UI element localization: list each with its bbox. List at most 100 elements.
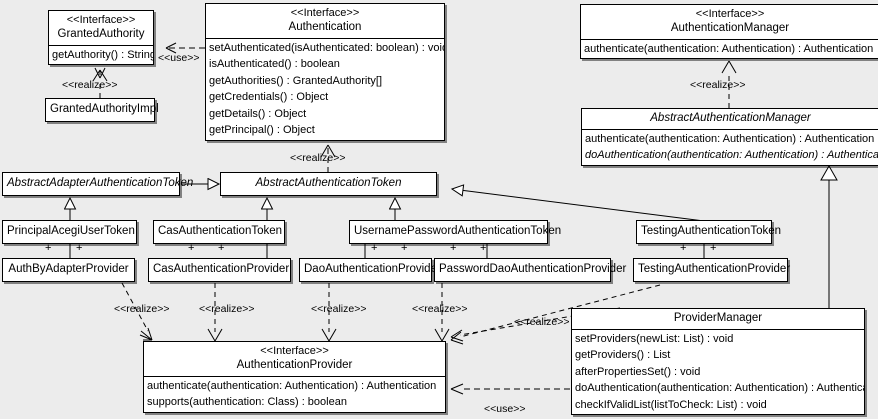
edge-providermanager-uses-authenticationprovider bbox=[450, 383, 570, 395]
member-list-provider-manager: setProviders(newList: List) : void getPr… bbox=[572, 330, 864, 415]
edge-label-realize-abstract-authentication-token: <<realize>> bbox=[290, 152, 346, 164]
class-box-abstract-authentication-manager[interactable]: AbstractAuthenticationManager authentica… bbox=[581, 108, 878, 166]
edge-label-realize-granted-authority-impl: <<realize>> bbox=[62, 79, 118, 91]
class-header-dao-authentication-provider: DaoAuthenticationProvider bbox=[300, 259, 441, 281]
class-box-authentication-provider[interactable]: <<Interface>> AuthenticationProvider aut… bbox=[143, 341, 446, 413]
class-header-auth-by-adapter-provider: AuthByAdapterProvider bbox=[3, 259, 134, 281]
multiplicity-plus-username-dao-right: + bbox=[401, 242, 408, 254]
class-box-provider-manager[interactable]: ProviderManager setProviders(newList: Li… bbox=[571, 308, 865, 416]
stereotype-label: <<Interface>> bbox=[66, 14, 136, 26]
class-name-label: AuthenticationManager bbox=[670, 22, 790, 35]
member-item: isAuthenticated() : boolean bbox=[209, 58, 340, 71]
class-header-testing-authentication-token: TestingAuthenticationToken bbox=[637, 221, 782, 243]
multiplicity-plus-principal-right: + bbox=[76, 242, 83, 254]
class-name-label: AuthByAdapterProvider bbox=[8, 263, 129, 275]
stereotype-label: <<Interface>> bbox=[695, 8, 765, 20]
class-box-auth-by-adapter-provider[interactable]: AuthByAdapterProvider bbox=[2, 258, 135, 282]
class-box-username-password-authentication-token[interactable]: UsernamePasswordAuthenticationToken bbox=[349, 220, 562, 244]
multiplicity-plus-testing-right: + bbox=[710, 242, 717, 254]
class-name-label: GrantedAuthority bbox=[57, 28, 145, 41]
member-item: getProviders() : List bbox=[575, 349, 671, 362]
member-list-abstract-authentication-manager: authenticate(authentication: Authenticat… bbox=[582, 130, 878, 165]
multiplicity-plus-testing-left: + bbox=[680, 242, 687, 254]
class-box-password-dao-authentication-provider[interactable]: PasswordDaoAuthenticationProvider bbox=[434, 258, 627, 282]
multiplicity-plus-username-dao-left: + bbox=[371, 242, 378, 254]
class-box-abstract-authentication-token[interactable]: AbstractAuthenticationToken bbox=[220, 172, 437, 196]
class-box-authentication-manager[interactable]: <<Interface>> AuthenticationManager auth… bbox=[580, 4, 878, 60]
class-header-provider-manager: ProviderManager bbox=[572, 309, 864, 330]
member-item: checkIfValidList(listToCheck: List) : vo… bbox=[575, 398, 767, 411]
class-header-authentication-provider: <<Interface>> AuthenticationProvider bbox=[144, 342, 445, 377]
class-header-testing-authentication-provider: TestingAuthenticationProvider bbox=[634, 259, 791, 281]
class-box-granted-authority-impl[interactable]: GrantedAuthorityImpl bbox=[45, 98, 159, 122]
member-item: authenticate(authentication: Authenticat… bbox=[584, 42, 874, 55]
class-box-granted-authority[interactable]: <<Interface>> GrantedAuthority getAuthor… bbox=[48, 10, 154, 66]
class-name-label: DaoAuthenticationProvider bbox=[304, 263, 441, 275]
member-item: afterPropertiesSet() : void bbox=[575, 365, 701, 378]
member-item: setProviders(newList: List) : void bbox=[575, 332, 734, 345]
stereotype-label: <<Interface>> bbox=[260, 345, 329, 357]
class-box-abstract-adapter-authentication-token[interactable]: AbstractAdapterAuthenticationToken bbox=[2, 172, 194, 196]
member-list-authentication: setAuthenticated(isAuthenticated: boolea… bbox=[206, 39, 444, 140]
edge-label-realize-provider-manager: <<realize>> bbox=[514, 316, 570, 328]
edge-label-realize-abstract-authentication-manager: <<realize>> bbox=[690, 79, 746, 91]
class-box-dao-authentication-provider[interactable]: DaoAuthenticationProvider bbox=[299, 258, 441, 282]
member-item: getPrincipal() : Object bbox=[209, 124, 315, 137]
class-name-label: AbstractAuthenticationManager bbox=[650, 112, 811, 124]
class-header-granted-authority-impl: GrantedAuthorityImpl bbox=[46, 99, 159, 121]
class-header-username-password-authentication-token: UsernamePasswordAuthenticationToken bbox=[350, 221, 562, 243]
class-header-granted-authority: <<Interface>> GrantedAuthority bbox=[49, 11, 153, 46]
member-item: supports(authentication: Class) : boolea… bbox=[147, 396, 347, 409]
member-item: getAuthority() : String bbox=[52, 48, 153, 61]
class-header-authentication: <<Interface>> Authentication bbox=[206, 4, 444, 39]
edge-testingauthenticationtoken-generalizes-abstractauthenticationtoken bbox=[452, 189, 705, 222]
edge-label-realize-password-dao-authentication-provider: <<realize>> bbox=[412, 303, 468, 315]
class-name-label: TestingAuthenticationToken bbox=[641, 225, 782, 237]
edge-label-realize-cas-authentication-provider: <<realize>> bbox=[199, 303, 255, 315]
class-name-label: AuthenticationProvider bbox=[236, 359, 353, 372]
class-header-cas-authentication-token: CasAuthenticationToken bbox=[154, 221, 284, 243]
member-item: getAuthorities() : GrantedAuthority[] bbox=[209, 74, 383, 87]
multiplicity-plus-cas-left: + bbox=[188, 242, 195, 254]
class-box-testing-authentication-provider[interactable]: TestingAuthenticationProvider bbox=[633, 258, 791, 282]
stereotype-label: <<Interface>> bbox=[290, 7, 360, 19]
class-box-principal-acegi-user-token[interactable]: PrincipalAcegiUserToken bbox=[2, 220, 137, 244]
member-list-granted-authority: getAuthority() : String bbox=[49, 46, 153, 65]
class-name-label: UsernamePasswordAuthenticationToken bbox=[354, 225, 562, 237]
member-list-authentication-manager: authenticate(authentication: Authenticat… bbox=[581, 40, 878, 59]
member-item: doAuthentication(authentication: Authent… bbox=[585, 149, 878, 162]
multiplicity-plus-principal-left: + bbox=[45, 242, 52, 254]
class-name-label: TestingAuthenticationProvider bbox=[638, 263, 791, 275]
multiplicity-plus-username-passworddao-left: + bbox=[450, 242, 457, 254]
member-item: setAuthenticated(isAuthenticated: boolea… bbox=[209, 41, 444, 54]
class-name-label: PrincipalAcegiUserToken bbox=[7, 225, 135, 237]
class-name-label: AbstractAuthenticationToken bbox=[255, 177, 402, 189]
member-item: authenticate(authentication: Authenticat… bbox=[147, 379, 437, 392]
edge-label-realize-dao-authentication-provider: <<realize>> bbox=[311, 303, 367, 315]
member-list-authentication-provider: authenticate(authentication: Authenticat… bbox=[144, 377, 445, 412]
class-name-label: CasAuthenticationToken bbox=[158, 225, 283, 237]
class-box-testing-authentication-token[interactable]: TestingAuthenticationToken bbox=[636, 220, 782, 244]
member-item: getDetails() : Object bbox=[209, 107, 307, 120]
class-name-label: CasAuthenticationProvider bbox=[153, 263, 290, 275]
class-name-label: ProviderManager bbox=[673, 312, 763, 324]
edge-label-realize-auth-by-adapter-provider: <<realize>> bbox=[114, 303, 170, 315]
class-name-label: AbstractAdapterAuthenticationToken bbox=[7, 177, 194, 189]
class-header-abstract-authentication-manager: AbstractAuthenticationManager bbox=[582, 109, 878, 130]
multiplicity-plus-cas-right: + bbox=[218, 242, 225, 254]
class-name-label: Authentication bbox=[288, 21, 362, 34]
class-header-principal-acegi-user-token: PrincipalAcegiUserToken bbox=[3, 221, 136, 243]
class-header-cas-authentication-provider: CasAuthenticationProvider bbox=[149, 259, 290, 281]
member-item: doAuthentication(authentication: Authent… bbox=[575, 382, 864, 395]
multiplicity-plus-username-passworddao-right: + bbox=[480, 242, 487, 254]
class-name-label: PasswordDaoAuthenticationProvider bbox=[439, 263, 627, 275]
class-box-cas-authentication-provider[interactable]: CasAuthenticationProvider bbox=[148, 258, 291, 282]
class-header-password-dao-authentication-provider: PasswordDaoAuthenticationProvider bbox=[435, 259, 627, 281]
class-box-cas-authentication-token[interactable]: CasAuthenticationToken bbox=[153, 220, 285, 244]
class-name-label: GrantedAuthorityImpl bbox=[50, 103, 159, 115]
class-box-authentication[interactable]: <<Interface>> Authentication setAuthenti… bbox=[205, 3, 445, 141]
class-header-abstract-adapter-authentication-token: AbstractAdapterAuthenticationToken bbox=[3, 173, 194, 195]
class-header-abstract-authentication-token: AbstractAuthenticationToken bbox=[221, 173, 436, 195]
edge-label-use-provider-manager: <<use>> bbox=[484, 403, 526, 415]
